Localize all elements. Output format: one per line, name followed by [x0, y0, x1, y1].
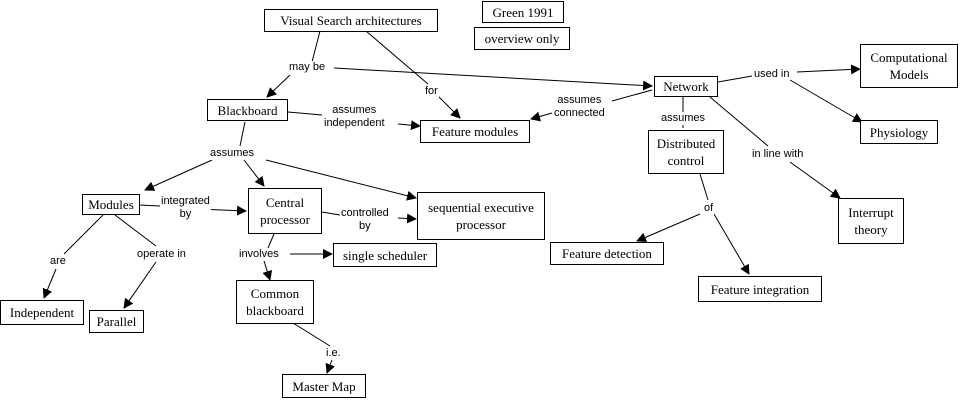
label-in-line-with: in line with	[751, 148, 805, 161]
edge-assumes-modules	[144, 159, 213, 191]
node-parallel[interactable]: Parallel	[89, 310, 144, 333]
label-may-be: may be	[288, 61, 327, 74]
edge-for-feature-modules	[437, 95, 461, 119]
label-controlled-by: controlled by	[340, 207, 390, 233]
label-of: of	[703, 202, 715, 215]
node-sequential-executive-processor[interactable]: sequential executive processor	[417, 192, 545, 240]
edge-modules-intby	[138, 204, 161, 207]
edge-modules-operate	[114, 214, 157, 247]
label-assumes-bb: assumes	[209, 147, 256, 160]
edge-net-inlinewith	[709, 96, 769, 147]
edge-ctrlby-sequential	[397, 213, 417, 224]
node-modules[interactable]: Modules	[82, 194, 140, 215]
edge-ie-mastermap	[325, 359, 335, 374]
node-single-scheduler[interactable]: single scheduler	[333, 243, 437, 267]
node-central-processor[interactable]: Central processor	[248, 188, 322, 234]
node-green-1991[interactable]: Green 1991	[482, 1, 564, 23]
label-assumes-independent: assumes independent	[323, 104, 386, 130]
node-computational-models[interactable]: Computational Models	[860, 44, 958, 88]
edge-involves-commonbb	[262, 260, 273, 281]
edge-are-independent	[42, 268, 57, 299]
edge-of-fd	[636, 213, 701, 243]
node-common-blackboard[interactable]: Common blackboard	[236, 280, 314, 324]
node-interrupt-theory[interactable]: Interrupt theory	[838, 198, 904, 244]
label-are: are	[49, 255, 67, 268]
edge-bb-assumes	[239, 121, 246, 147]
label-assumes-dc: assumes	[660, 112, 707, 125]
node-feature-modules[interactable]: Feature modules	[420, 120, 530, 143]
edge-of-fi	[713, 213, 750, 275]
edge-central-ctrlby	[321, 211, 341, 216]
edge-assumes-sequential	[265, 159, 417, 201]
label-used-in: used in	[753, 68, 791, 81]
edge-net-assumes-conn	[611, 89, 653, 102]
label-integrated-by: integrated by	[160, 195, 211, 221]
label-involves: involves	[238, 248, 280, 261]
node-feature-detection[interactable]: Feature detection	[550, 242, 664, 265]
edge-net-usedin	[717, 75, 753, 83]
edge-commonbb-ie	[292, 322, 331, 347]
label-ie: i.e.	[325, 347, 342, 360]
node-independent[interactable]: Independent	[0, 300, 84, 325]
node-visual-search-architectures[interactable]: Visual Search architectures	[264, 9, 438, 32]
edge-assumes-conn-fm	[530, 111, 553, 122]
edge-usedin-cm	[796, 64, 861, 75]
edge-dc-of	[699, 173, 709, 201]
edge-bb-assumes-ind	[287, 111, 323, 116]
node-network[interactable]: Network	[654, 76, 718, 97]
node-physiology[interactable]: Physiology	[860, 120, 938, 144]
node-overview-only[interactable]: overview only	[474, 27, 570, 50]
node-feature-integration[interactable]: Feature integration	[698, 276, 822, 302]
edge-maybe-network	[333, 67, 653, 91]
edge-assumes-ind-fm	[397, 120, 421, 131]
edge-maybe-blackboard	[266, 74, 291, 98]
edge-operate-parallel	[123, 261, 157, 309]
node-blackboard[interactable]: Blackboard	[207, 99, 288, 121]
edge-modules-are	[63, 214, 104, 255]
label-assumes-connected: assumes connected	[553, 94, 606, 120]
node-master-map[interactable]: Master Map	[282, 374, 366, 398]
edge-inlinewith-it	[789, 161, 841, 199]
edge-usedin-phys	[789, 79, 863, 123]
edge-vs-maybe	[311, 30, 321, 63]
edge-assumes-central	[243, 159, 265, 187]
node-distributed-control[interactable]: Distributed control	[648, 130, 724, 174]
label-operate-in: operate in	[136, 248, 187, 261]
edge-vs-for	[365, 30, 429, 85]
label-for: for	[424, 85, 439, 98]
edge-central-involves	[267, 233, 275, 249]
